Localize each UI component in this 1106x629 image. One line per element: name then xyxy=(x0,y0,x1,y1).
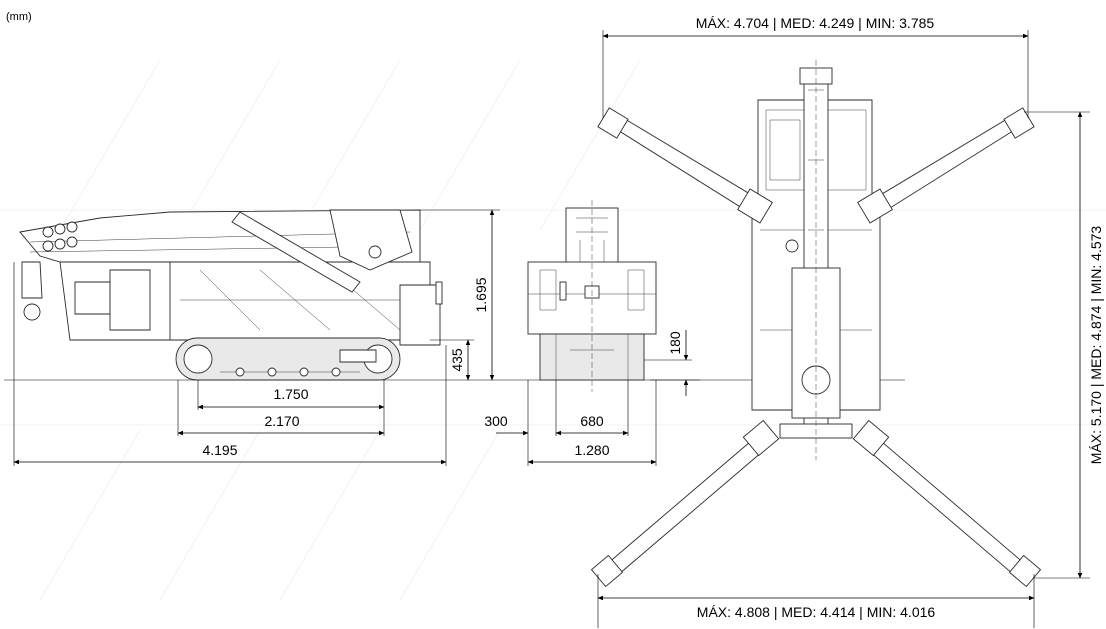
indicator-lights xyxy=(435,281,443,305)
pad-lower-right xyxy=(1008,554,1042,588)
outrigger-lower-right xyxy=(855,429,1033,581)
drive-sprocket xyxy=(183,344,213,374)
track-offset-label: 300 xyxy=(484,413,508,429)
front-clearance-label: 180 xyxy=(667,331,683,355)
top-dimensions: MÁX: 4.704 | MED: 4.249 | MIN: 3.785 MÁX… xyxy=(597,15,1104,628)
boom-pulleys xyxy=(42,221,78,252)
hook-block xyxy=(21,261,43,299)
main-frame xyxy=(169,261,431,341)
operator-seat xyxy=(74,281,111,315)
rear-outrigger xyxy=(399,284,441,346)
clearance-label: 435 xyxy=(449,348,465,372)
front-indicator-lights xyxy=(559,281,567,301)
overall-length-label: 4.195 xyxy=(202,442,237,458)
track-rollers xyxy=(235,367,341,377)
front-dimensions: 300 680 1.280 180 xyxy=(484,330,692,466)
boom-base xyxy=(329,209,413,271)
pad-lower-left xyxy=(590,554,624,588)
crawler-track xyxy=(175,337,401,381)
width-top-label: MÁX: 4.704 | MED: 4.249 | MIN: 3.785 xyxy=(696,15,935,31)
lift-cylinder xyxy=(231,211,361,293)
pad-upper-right xyxy=(1003,107,1035,139)
outrigger-lower-left xyxy=(599,429,777,581)
track-contact-label: 1.750 xyxy=(273,386,308,402)
control-box xyxy=(109,269,151,331)
track-length-label: 2.170 xyxy=(264,413,299,429)
unit-label: (mm) xyxy=(6,11,32,23)
pad-upper-left xyxy=(597,107,629,139)
height-label: 1.695 xyxy=(473,277,489,312)
track-width-label: 680 xyxy=(580,413,604,429)
hook-icon xyxy=(23,303,41,321)
length-side-label: MÁX: 5.170 | MED: 4.874 | MIN: 4.573 xyxy=(1088,226,1104,465)
front-view xyxy=(527,200,657,392)
side-view xyxy=(19,209,443,381)
background-watermark xyxy=(0,59,1106,601)
top-view xyxy=(590,60,1042,588)
slew-ring xyxy=(785,239,799,253)
side-dimensions: 1.750 2.170 4.195 1.695 435 xyxy=(13,209,500,466)
overall-width-label: 1.280 xyxy=(574,442,609,458)
width-bottom-label: MÁX: 4.808 | MED: 4.414 | MIN: 4.016 xyxy=(697,604,936,620)
